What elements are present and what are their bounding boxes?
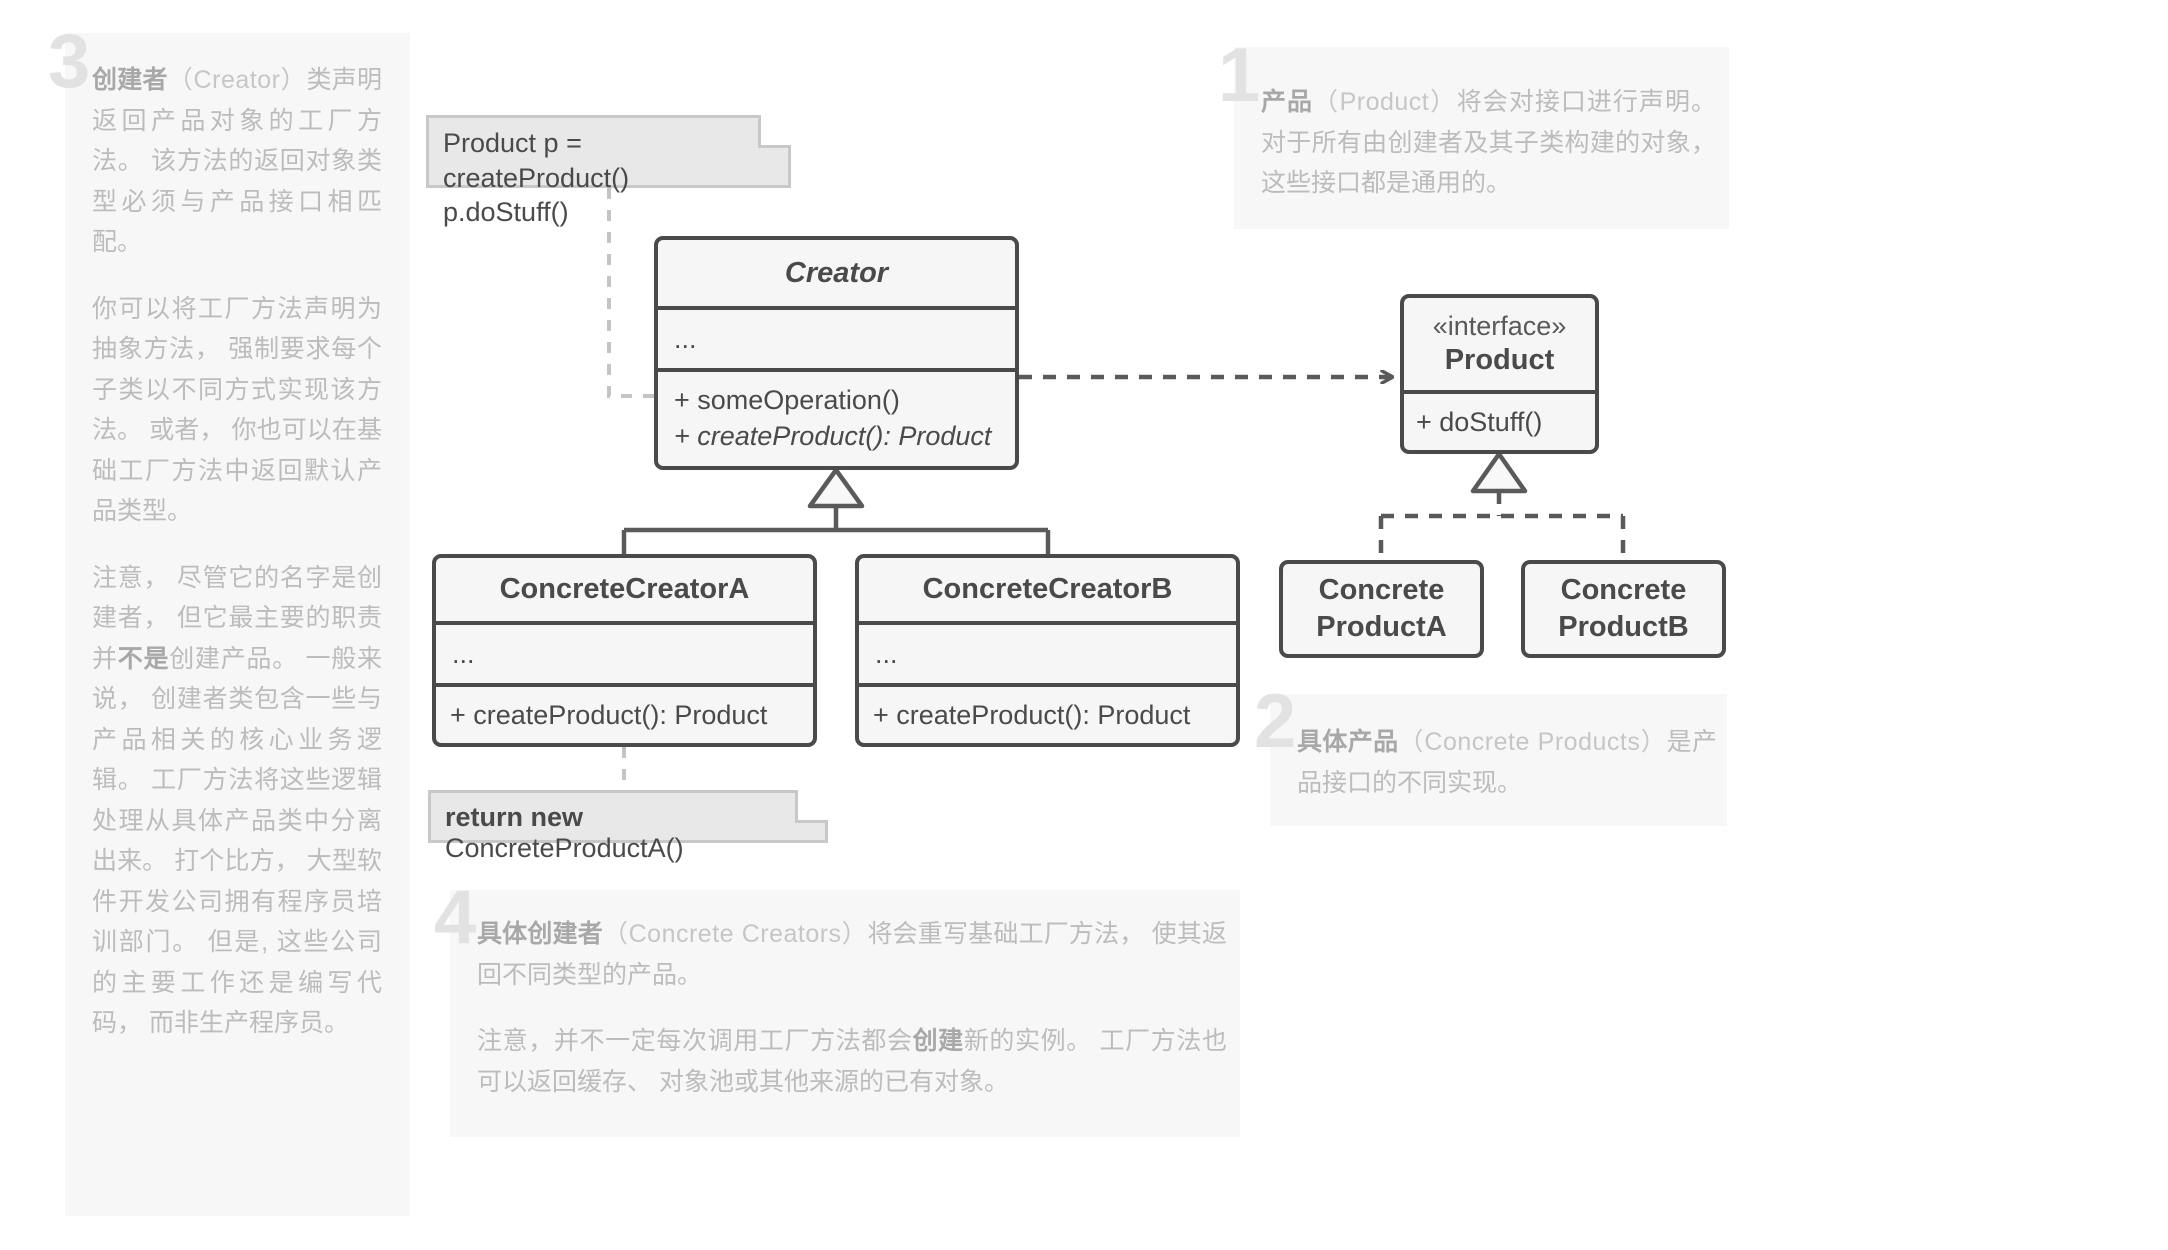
annotation-term-product: 产品 (1261, 88, 1314, 116)
class-name-label-product: Product (1444, 343, 1555, 376)
annotation-p3b-creator: 创建产品。 一般来说， 创建者类包含一些与产品相关的核心业务逻辑。 工厂方法将这… (92, 644, 382, 1038)
class-attributes-concrete-creator-b: ... (859, 621, 1236, 683)
class-name-line1-concrete-product-a: Concrete (1318, 574, 1445, 607)
class-operations-product: + doStuff() (1404, 390, 1595, 450)
annotation-p2-bold-concrete-creators: 创建 (912, 1027, 964, 1055)
note-return-new-concrete-product: return new ConcreteProductA() (428, 790, 828, 863)
annotation-p2b-concrete-creators: 新的实例。 工厂方法也可以返回缓存、 对象池或其他来源的已有对象。 (477, 1027, 1227, 1096)
operation-create-product: + createProduct(): Product (674, 421, 992, 451)
class-name-concrete-product-b: Concrete ProductB (1525, 564, 1722, 654)
class-box-product-interface[interactable]: «interface» Product + doStuff() (1400, 294, 1599, 454)
class-box-concrete-creator-b[interactable]: ConcreteCreatorB ... + createProduct(): … (855, 554, 1240, 747)
class-operations-concrete-creator-b: + createProduct(): Product (859, 683, 1236, 743)
generalization-triangle-creator (807, 467, 865, 509)
annotation-p2a-concrete-creators: 注意，并不一定每次调用工厂方法都会 (477, 1027, 913, 1055)
class-name-line1-concrete-product-b: Concrete (1560, 574, 1687, 607)
annotation-number-creator: 3 (48, 19, 90, 104)
annotation-p3a-creator: 注意， 尽管它的名字是创建者， 但它最主要的职责并 (92, 563, 382, 673)
annotation-text-concrete-products: 是产品接口的不同实现。 (1297, 728, 1717, 797)
annotation-panel-creator (65, 33, 410, 1216)
note-fold-corner-icon (795, 790, 828, 823)
annotation-p3-bold-creator: 不是 (117, 644, 170, 673)
annotation-term-en-creator: （Creator） (167, 66, 307, 94)
class-name-product: «interface» Product (1404, 298, 1595, 390)
stereotype-interface: «interface» (1432, 311, 1567, 342)
class-box-creator[interactable]: Creator ... + someOperation() + createPr… (654, 236, 1019, 470)
annotation-p1-concrete-creators: 将会重写基础工厂方法， 使其返回不同类型的产品。 (477, 920, 1227, 989)
annotation-term-en-concrete-creators: （Concrete Creators） (602, 920, 868, 948)
class-name-concrete-creator-a: ConcreteCreatorA (499, 573, 750, 605)
annotation-number-concrete-creators: 4 (434, 875, 476, 960)
note-return-keyword: return new (445, 802, 584, 832)
class-name-concrete-creator-b: ConcreteCreatorB (922, 573, 1173, 605)
annotation-term-creator: 创建者 (92, 66, 168, 94)
connector-creator-generalization-tree (621, 506, 1051, 554)
note-creator-line1: Product p = createProduct() (443, 128, 630, 193)
annotation-text-product: 将会对接口进行声明。 对于所有由创建者及其子类构建的对象，这些接口都是通用的。 (1261, 88, 1716, 197)
note-creator-client-code: Product p = createProduct() p.doStuff() (426, 115, 791, 227)
class-box-concrete-creator-a[interactable]: ConcreteCreatorA ... + createProduct(): … (432, 554, 817, 747)
operation-some-operation: + someOperation() (674, 385, 900, 416)
class-name-line2-concrete-product-a: ProductA (1316, 611, 1447, 643)
realization-triangle-product (1470, 451, 1528, 494)
annotation-term-en-concrete-products: （Concrete Products） (1398, 728, 1667, 756)
connector-product-realization-tree (1378, 491, 1626, 560)
annotation-body-concrete-products: 具体产品（Concrete Products）是产品接口的不同实现。 (1297, 722, 1717, 803)
annotation-term-en-product: （Product） (1313, 88, 1457, 116)
annotation-term-concrete-products: 具体产品 (1297, 728, 1399, 756)
class-name-concrete-product-a: Concrete ProductA (1283, 564, 1480, 654)
annotation-panel-concrete-creators (450, 890, 1240, 1137)
annotation-body-creator: 创建者（Creator）类声明返回产品对象的工厂方法。 该方法的返回对象类型必须… (92, 60, 382, 1044)
note-return-rest: ConcreteProductA() (445, 833, 684, 863)
class-attributes-creator: ... (658, 306, 1015, 368)
annotation-p2-creator: 你可以将工厂方法声明为抽象方法， 强制要求每个子类以不同方式实现该方法。 或者，… (92, 294, 382, 526)
class-name-line2-concrete-product-b: ProductB (1558, 611, 1689, 643)
annotation-panel-product (1234, 47, 1729, 229)
note-fold-corner-icon (758, 115, 791, 148)
note-creator-line2: p.doStuff() (443, 197, 569, 228)
annotation-body-concrete-creators: 具体创建者（Concrete Creators）将会重写基础工厂方法， 使其返回… (477, 914, 1227, 1102)
class-box-concrete-product-a[interactable]: Concrete ProductA (1279, 560, 1484, 658)
annotation-p1-creator: 类声明返回产品对象的工厂方法。 该方法的返回对象类型必须与产品接口相匹配。 (92, 66, 382, 256)
class-attributes-concrete-creator-a: ... (436, 621, 813, 683)
annotation-number-concrete-products: 2 (1254, 679, 1296, 764)
class-operations-creator: + someOperation() + createProduct(): Pro… (658, 368, 1015, 466)
class-box-concrete-product-b[interactable]: Concrete ProductB (1521, 560, 1726, 658)
annotation-body-product: 产品（Product）将会对接口进行声明。 对于所有由创建者及其子类构建的对象，… (1261, 82, 1716, 204)
connector-note-to-creator (607, 188, 654, 398)
class-name-creator: Creator (784, 256, 889, 289)
class-operations-concrete-creator-a: + createProduct(): Product (436, 683, 813, 743)
annotation-term-concrete-creators: 具体创建者 (477, 920, 603, 948)
annotation-panel-concrete-products (1270, 694, 1727, 826)
annotation-number-product: 1 (1218, 33, 1260, 118)
